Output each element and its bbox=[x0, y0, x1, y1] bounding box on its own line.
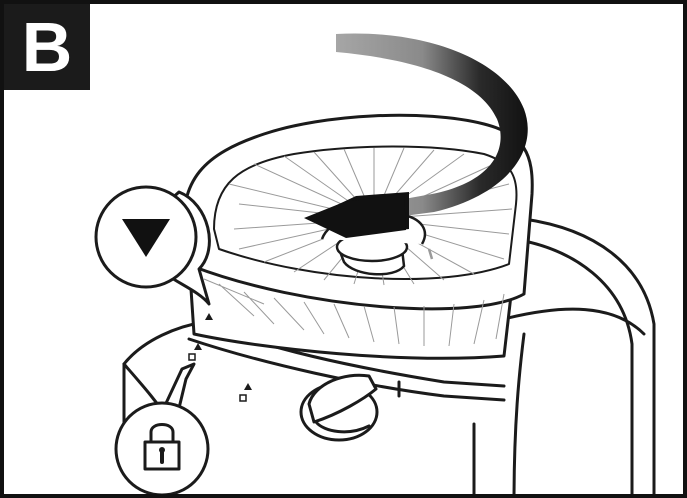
appliance-base bbox=[472, 217, 656, 494]
small-lock-icon bbox=[188, 353, 196, 361]
lock-marker-icon bbox=[194, 343, 202, 350]
alignment-callout bbox=[94, 185, 211, 306]
base-markers bbox=[188, 313, 252, 402]
appliance-illustration bbox=[94, 33, 656, 494]
container-marker-icon bbox=[205, 313, 213, 320]
lock-callout bbox=[114, 362, 210, 494]
unlock-marker-icon bbox=[244, 383, 252, 390]
padlock-icon bbox=[143, 423, 181, 471]
step-badge: B bbox=[4, 4, 90, 90]
down-triangle-icon bbox=[122, 219, 170, 257]
small-unlock-icon bbox=[239, 394, 247, 402]
control-knob bbox=[299, 373, 379, 442]
rotate-arrow-icon bbox=[304, 33, 528, 238]
